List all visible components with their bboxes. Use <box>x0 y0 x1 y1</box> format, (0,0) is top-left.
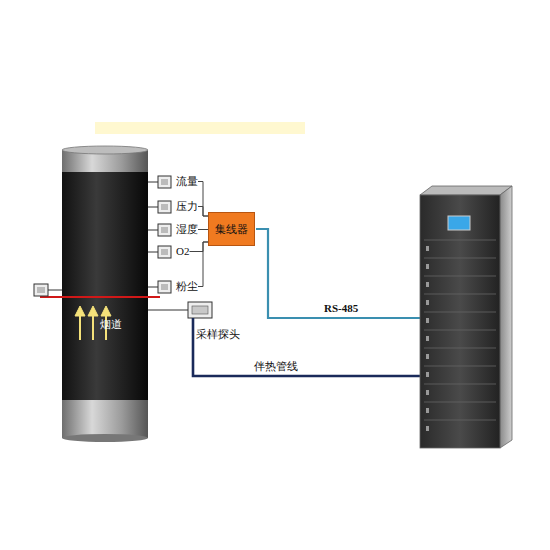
node-text: 烟道 <box>100 318 148 331</box>
rs485-cable <box>256 229 420 318</box>
sensor-icons <box>148 176 171 293</box>
wire-line <box>198 242 208 287</box>
node-text: 粉尘 <box>176 280 198 293</box>
flue-stack <box>62 146 148 442</box>
wire-line <box>189 242 208 252</box>
analyzer-cabinet <box>420 186 512 448</box>
sensor-wire <box>198 182 208 217</box>
node-text: 集线器 <box>215 223 248 236</box>
line-label: 伴热管线 <box>252 360 300 373</box>
node-text: 采样探头 <box>196 328 240 341</box>
node-text: 湿度 <box>176 223 198 236</box>
sensor-node: 湿度 <box>157 223 198 236</box>
sensor-node: O2 <box>157 245 189 258</box>
blurred-title <box>95 122 305 134</box>
bus-label: RS-485 <box>322 302 360 315</box>
node-text: O2 <box>176 245 189 258</box>
probe-node: 采样探头 <box>186 301 214 319</box>
sensor-node: 压力 <box>157 200 198 213</box>
sensor-wire <box>198 207 208 217</box>
wire-line <box>198 207 208 217</box>
hub-box: 集线器 <box>208 212 255 246</box>
flue-stack-label-area: 烟道 <box>62 148 148 438</box>
dust-sensor-left <box>34 284 160 297</box>
node-text: 流量 <box>176 175 198 188</box>
sensor-node: 粉尘 <box>157 280 198 293</box>
sampling-probe <box>148 302 212 318</box>
node-text: 压力 <box>176 200 198 213</box>
sensor-wire <box>198 242 208 287</box>
wire-line <box>198 229 208 230</box>
wire-line <box>198 182 208 217</box>
sensor-wire <box>189 242 208 252</box>
heat-traced-line <box>193 318 420 376</box>
sensor-wire <box>198 229 208 230</box>
sensor-node: 流量 <box>157 175 198 188</box>
